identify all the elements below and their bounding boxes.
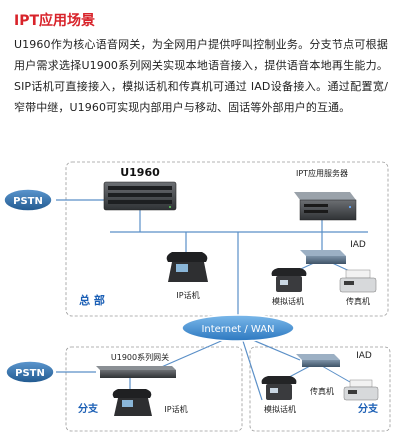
branch2-fax xyxy=(343,379,379,401)
page-title: IPT应用场景 xyxy=(14,13,96,29)
branch1-pstn-cloud: PSTN xyxy=(5,360,55,384)
hq-fax: 传真机 xyxy=(339,269,377,306)
u1900-gateway-label: U1900系列网关 xyxy=(111,352,169,362)
branch2-fax-label: 传真机 xyxy=(310,386,334,396)
wan-cloud: Internet / WAN xyxy=(181,314,295,342)
branch1-pstn-label: PSTN xyxy=(15,368,45,379)
hq-pstn-label: PSTN xyxy=(13,196,43,207)
branch1-ip-phone: IP话机 xyxy=(112,389,188,416)
branch2-analog-phone: 模拟话机 xyxy=(261,376,297,414)
branch2-site-frame xyxy=(249,346,391,432)
link-branch-iad-fax xyxy=(321,365,351,383)
description-paragraph: U1960作为核心语音网关，为全网用户提供呼叫控制业务。分支节点可根据用户需求选… xyxy=(14,38,388,114)
ipt-server-label: IPT应用服务器 xyxy=(296,168,348,178)
hq-pstn-cloud: PSTN xyxy=(3,188,53,212)
branch2-analog-phone-label: 模拟话机 xyxy=(264,404,296,414)
hq-ip-phone-label: IP话机 xyxy=(176,290,199,300)
u1960-gateway: U1960 xyxy=(103,166,177,211)
u1960-label: U1960 xyxy=(120,166,160,179)
link-wan-branch2b xyxy=(241,337,263,401)
hq-site-label: 总 部 xyxy=(79,293,105,307)
branch1-ip-phone-label: IP话机 xyxy=(164,404,187,414)
branch1-site-frame xyxy=(65,346,243,432)
branch2-site-label: 分支 xyxy=(358,402,379,415)
hq-analog-phone: 模拟话机 xyxy=(271,268,307,306)
hq-ip-phone: IP话机 xyxy=(166,252,208,300)
branch2-iad: IAD xyxy=(296,351,372,367)
branch2-iad-label: IAD xyxy=(356,351,372,361)
wan-label: Internet / WAN xyxy=(201,324,274,335)
link-wan-branch2 xyxy=(247,337,301,361)
branch1-site-label: 分支 xyxy=(78,402,99,415)
hq-iad: IAD xyxy=(300,240,366,264)
hq-analog-phone-label: 模拟话机 xyxy=(272,296,304,306)
hq-iad-label: IAD xyxy=(350,240,366,250)
ipt-server: IPT应用服务器 xyxy=(294,168,357,221)
hq-fax-label: 传真机 xyxy=(346,296,370,306)
u1900-gateway: U1900系列网关 xyxy=(96,352,176,378)
